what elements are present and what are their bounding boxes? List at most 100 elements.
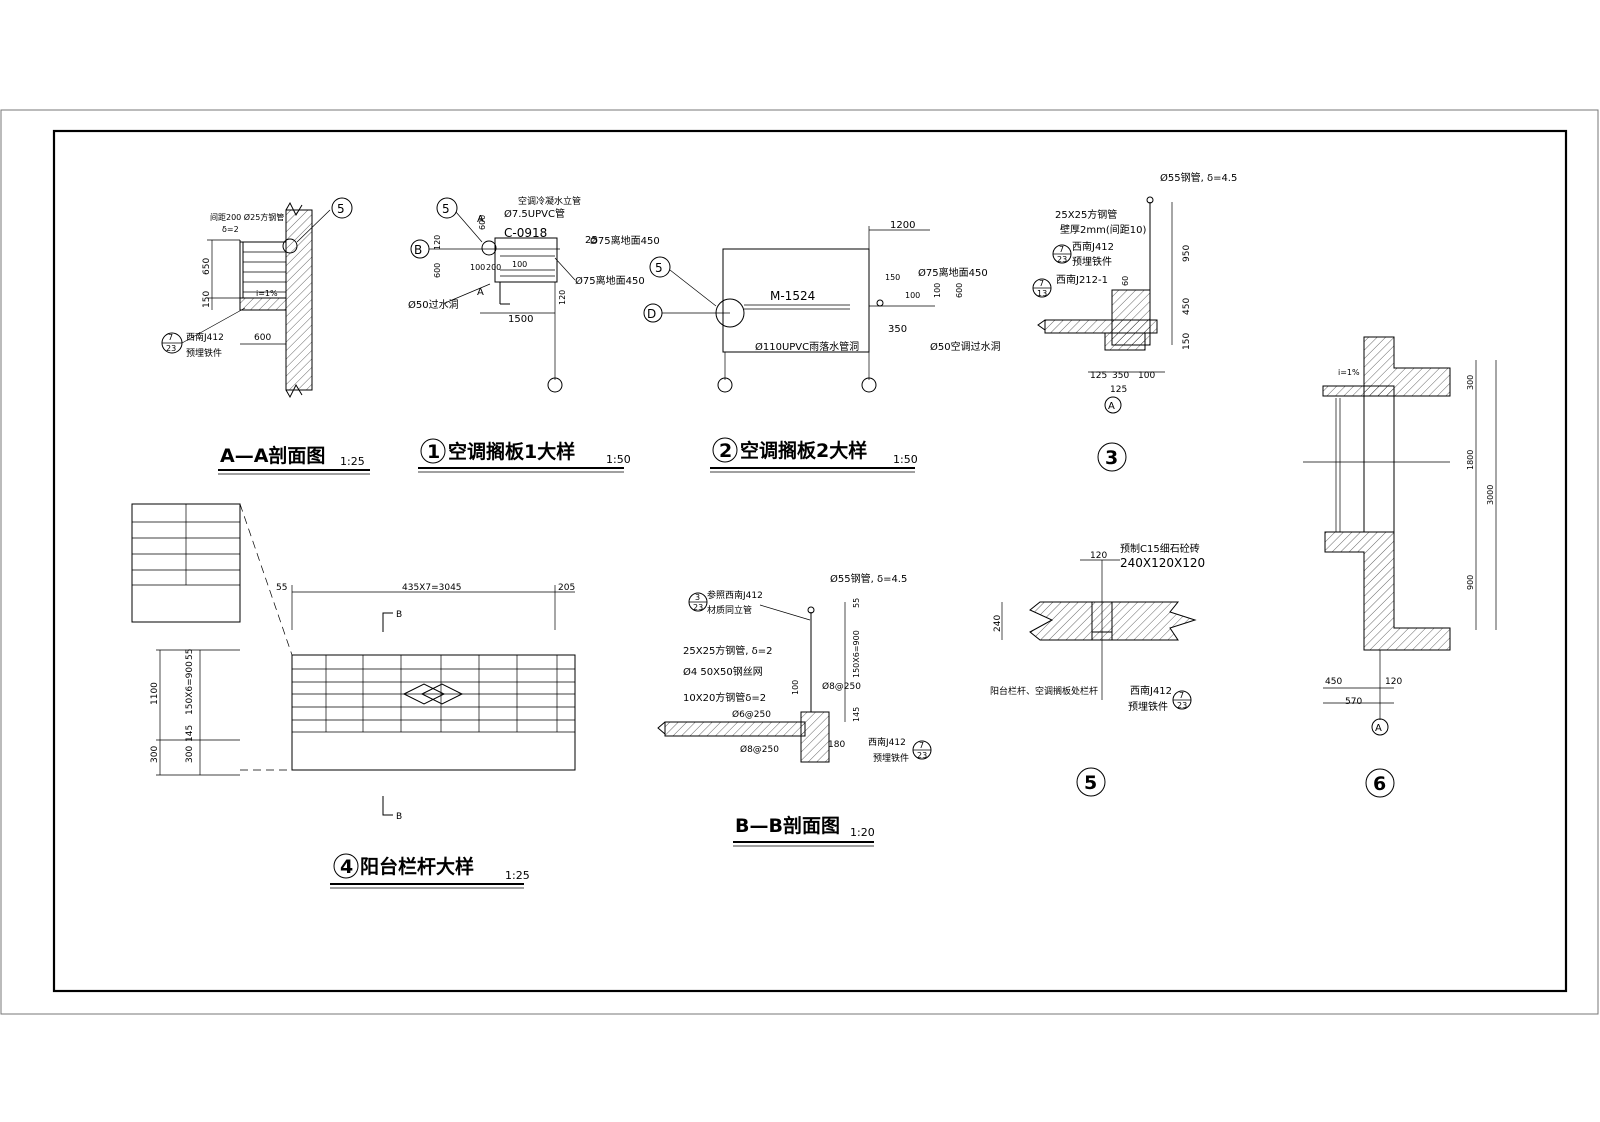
drawing-label: Ø8@250 [740, 744, 779, 755]
drawing-label: 23 [917, 751, 927, 760]
drawing-label: B [414, 243, 422, 257]
drawing-label: 150 [885, 273, 900, 282]
drawing-label: 5 [442, 202, 450, 216]
drawing-label: B [396, 812, 402, 822]
drawing-label: 7 [1059, 245, 1064, 254]
detail-1: 5 B A A 空调冷凝水立管 Ø7.5UPVC管 C-0918 600 120… [408, 195, 660, 393]
drawing-label: 435X7=3045 [402, 583, 462, 593]
drawing-label: B [396, 610, 402, 620]
drawing-label: 3000 [1486, 485, 1495, 505]
drawing-label: Ø50过水洞 [408, 298, 459, 311]
drawing-label: 23 [1057, 255, 1067, 264]
drawing-label: 1200 [890, 220, 915, 231]
title-d6: 6 [1365, 768, 1395, 798]
drawing-label: 120 [558, 290, 567, 305]
drawing-label: Ø8@250 [822, 681, 861, 692]
drawing-label: 55 [276, 583, 287, 593]
drawing-label: 23 [693, 603, 703, 612]
drawing-label: Ø4 50X50钢丝网 [683, 665, 763, 678]
drawing-label: 3 [1105, 447, 1118, 469]
drawing-label: 1:50 [893, 453, 918, 466]
drawing-label: i=1% [256, 289, 278, 298]
drawing-label: 205 [558, 583, 575, 593]
drawing-label: 570 [1345, 697, 1362, 707]
drawing-label: 145 [852, 707, 861, 722]
section-aa: 5 650 150 间距200 Ø25方钢管 δ=2 i=1% 600 7 23… [161, 197, 353, 399]
drawing-label: δ=2 [222, 225, 239, 234]
drawing-label: 壁厚2mm(间距10) [1060, 223, 1146, 236]
drawing-label: 100 [512, 260, 527, 269]
drawing-label: Ø75离地面450 [590, 234, 660, 247]
drawing-label: 55 [185, 649, 195, 660]
drawing-label: 预埋铁件 [186, 347, 222, 359]
drawing-label: A [477, 214, 484, 225]
drawing-label: 100 [933, 283, 942, 298]
drawing-label: 25X25方钢管 [1055, 208, 1117, 221]
drawing-label: 240 [993, 615, 1003, 632]
drawing-label: Ø55钢管, δ=4.5 [830, 572, 907, 585]
drawing-label: Ø110UPVC雨落水管洞 [755, 340, 859, 353]
drawing-label: 1 [427, 441, 440, 463]
drawing-label: 450 [1182, 298, 1192, 315]
title-aa-scale: 1:25 [340, 455, 365, 468]
drawing-label: 120 [433, 235, 442, 250]
drawing-label: 空调搁板1大样 [448, 440, 575, 463]
drawing-label: 西南J212-1 [1056, 273, 1108, 286]
detail-3: Ø55钢管, δ=4.5 25X25方钢管 壁厚2mm(间距10) 7 23 西… [1032, 171, 1237, 414]
drawing-label: B—B剖面图 [735, 814, 840, 837]
drawing-label: 5 [655, 261, 663, 275]
drawing-label: 450 [1325, 677, 1342, 687]
drawing-label: 7 [168, 333, 173, 342]
drawing-label: 空调冷凝水立管 [518, 195, 581, 207]
drawing-label: 240X120X120 [1120, 556, 1205, 570]
detail-4: 55 435X7=3045 205 B B 55 150X6=900 1100 … [131, 503, 576, 822]
drawing-label: 60 [1121, 276, 1130, 286]
drawing-label: Ø50空调过水洞 [930, 340, 1001, 353]
title-bb: B—B剖面图 1:20 [733, 814, 875, 847]
detail-6: i=1% 300 1800 3000 900 450 120 570 A [1303, 336, 1497, 736]
drawing-label: 预埋铁件 [1072, 255, 1112, 268]
drawing-label: 125 [1110, 385, 1127, 395]
drawing-label: M-1524 [770, 289, 815, 303]
title-aa: A—A剖面图 1:25 [218, 444, 370, 475]
drawing-label: 7 [1039, 279, 1044, 288]
drawing-label: 西南J412 [868, 736, 906, 748]
drawing-label: 西南J412 [1130, 684, 1172, 697]
drawing-label: C-0918 [504, 226, 547, 240]
drawing-label: 阳台栏杆大样 [360, 855, 474, 878]
title-d5: 5 [1076, 767, 1106, 797]
drawing-label: 阳台栏杆、空调搁板处栏杆 [990, 685, 1098, 697]
drawing-label: Ø7.5UPVC管 [504, 207, 565, 220]
drawing-label: 预埋铁件 [873, 752, 909, 764]
detail-5: 120 预制C15细石砼砖 240X120X120 240 阳台栏杆、空调搁板处… [990, 542, 1205, 713]
drawing-label: 西南J412 [1072, 240, 1114, 253]
drawing-label: 25 [585, 235, 598, 246]
drawing-label: 350 [888, 324, 907, 335]
callout-5-aa [331, 197, 353, 219]
drawing-label: 1100 [150, 682, 160, 705]
drawing-label: Ø55钢管, δ=4.5 [1160, 171, 1237, 184]
drawing-label: 350 [1112, 371, 1129, 381]
drawing-label: 300 [185, 746, 195, 763]
drawing-label: 125 [1090, 371, 1107, 381]
drawing-label: A [1375, 723, 1382, 734]
drawing-label: 200 [486, 263, 501, 272]
drawing-label: 3 [695, 593, 700, 602]
drawing-label: 13 [1037, 289, 1047, 298]
drawing-label: 1:50 [606, 453, 631, 466]
drawing-label: 2 [719, 440, 732, 462]
drawing-label: 空调搁板2大样 [740, 439, 867, 462]
callout-text: 5 [337, 202, 345, 216]
drawing-label: 100 [1138, 371, 1155, 381]
drawing-label: Ø6@250 [732, 709, 771, 720]
drawing-label: 600 [955, 283, 964, 298]
title-d1: 1 空调搁板1大样 1:50 [418, 438, 631, 473]
drawing-label: 间距200 Ø25方钢管 [210, 212, 284, 222]
drawing-label: 预制C15细石砼砖 [1120, 542, 1200, 555]
drawing-label: 300 [150, 746, 160, 763]
drawing-label: i=1% [1338, 368, 1360, 377]
drawing-label: 150X6=900 [852, 630, 861, 678]
drawing-label: 1:20 [850, 826, 875, 839]
drawing-label: 参照西南J412 [707, 589, 763, 601]
